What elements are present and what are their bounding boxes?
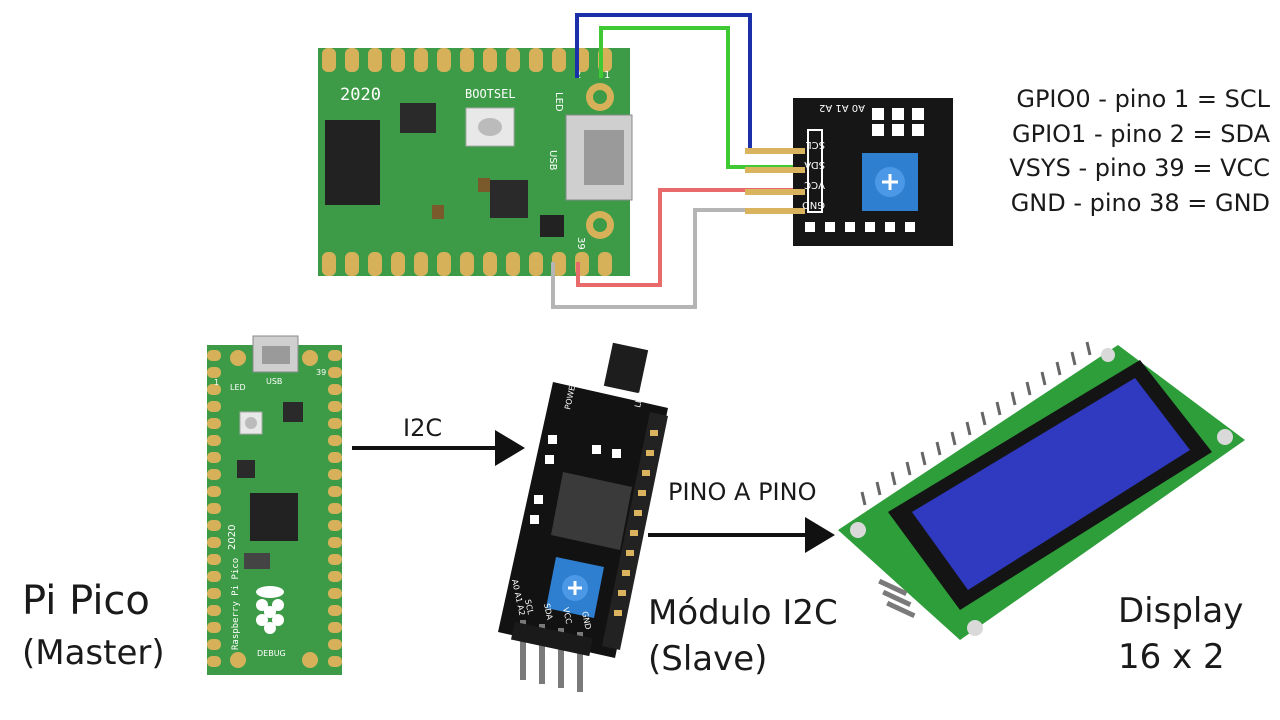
pico-bootsel-label: BOOTSEL: [199, 402, 208, 440]
top-board-bootsel: BOOTSEL: [465, 87, 516, 101]
top-module-address-label: A0 A1 A2: [819, 102, 865, 113]
top-board-usb: USB: [547, 150, 558, 171]
i2c-module-pin-gnd: GND: [580, 611, 593, 631]
legend-line-sda: GPIO1 - pino 2 = SDA: [1012, 119, 1270, 148]
lcd-display: [838, 341, 1245, 640]
raspberry-logo-icon: [256, 586, 284, 634]
i2c-module-pin-sda: SDA: [542, 603, 554, 622]
i2c-module: POWER LED A0 A1 A2 SCL SDA VCC GND: [498, 342, 668, 692]
i2c-module-led-label: LED: [633, 391, 645, 408]
top-module-pin-sda: SDA: [804, 159, 825, 170]
wire-gnd: [551, 208, 800, 309]
wire-vcc: [576, 188, 800, 287]
arrow-i2c: [352, 430, 525, 466]
legend-line-vcc: VSYS - pino 39 = VCC: [1009, 154, 1270, 182]
legend-line-scl: GPIO0 - pino 1 = SCL: [1016, 85, 1270, 113]
top-board-pin-39: 39: [575, 237, 586, 250]
pico-pin-1-label: 1: [214, 378, 219, 387]
pico-year-label: 2020: [227, 525, 238, 550]
display-subtitle: 16 x 2: [1118, 637, 1225, 677]
top-module-pin-gnd: GND: [802, 199, 825, 210]
arrow-pin-to-pin: [648, 517, 835, 553]
pico-pin-39-label: 39: [316, 368, 326, 377]
i2c-module-title: Módulo I2C: [648, 593, 838, 633]
legend-line-gnd: GND - pino 38 = GND: [1010, 188, 1270, 217]
display-title: Display: [1118, 591, 1244, 631]
i2c-module-pin-scl: SCL: [523, 599, 535, 616]
top-i2c-module: A0 A1 A2 SCL SDA VCC GND: [745, 98, 953, 246]
top-pico-board: 2020 BOOTSEL LED USB 2 1 39: [318, 48, 633, 276]
pico-subtitle: (Master): [22, 633, 165, 673]
arrow-i2c-label: I2C: [403, 414, 443, 442]
pico-debug-label: DEBUG: [257, 649, 286, 658]
pico-board: LED USB 1 39 BOOTSEL 2020 Raspberry Pi P…: [199, 335, 342, 675]
pico-led-label: LED: [230, 383, 246, 392]
top-board-pin-1: 1: [604, 70, 610, 81]
top-board-led: LED: [553, 92, 564, 112]
i2c-module-subtitle: (Slave): [648, 639, 768, 679]
pico-title: Pi Pico: [22, 578, 150, 624]
wiring-legend: GPIO0 - pino 1 = SCL GPIO1 - pino 2 = SD…: [935, 82, 1270, 220]
arrow-pin-to-pin-label: PINO A PINO: [668, 478, 817, 506]
top-module-pin-vcc: VCC: [804, 179, 825, 190]
pico-usb-label: USB: [266, 377, 282, 386]
pico-silk-name: Raspberry Pi Pico: [231, 558, 241, 650]
top-module-pin-scl: SCL: [806, 139, 825, 150]
top-board-year: 2020: [340, 85, 381, 105]
i2c-module-pin-vcc: VCC: [561, 607, 573, 626]
